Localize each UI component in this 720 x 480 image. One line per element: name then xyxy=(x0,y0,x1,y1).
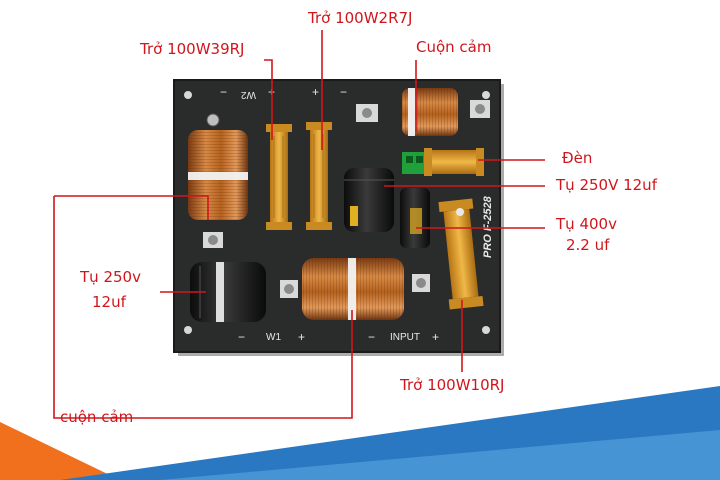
top-plus-silkscreen: + xyxy=(312,85,319,99)
resistor-39r xyxy=(266,124,292,230)
leader-lines xyxy=(53,30,545,419)
label-cuon-cam-bottom: cuộn cảm xyxy=(60,408,134,426)
mount-hole xyxy=(482,326,490,334)
w2-silkscreen: W2 xyxy=(241,89,256,100)
label-tro-100w2r7j: Trở 100W2R7J xyxy=(308,9,413,27)
leader-tro-39 xyxy=(264,59,273,140)
mount-hole xyxy=(184,326,192,334)
resistor-2r7 xyxy=(306,122,332,230)
w1-plus-silkscreen: + xyxy=(298,330,305,344)
resistor-10r xyxy=(438,198,484,310)
corner-decoration-blue-light xyxy=(160,430,720,480)
mount-hole xyxy=(482,91,490,99)
label-tu-250v-left-line2: 12uf xyxy=(92,293,126,311)
label-tu-400v-line2: 2.2 uf xyxy=(566,236,610,254)
mount-hole xyxy=(184,91,192,99)
w1-silkscreen: W1 xyxy=(266,332,281,343)
leader-cuon-cam-bottom xyxy=(53,196,353,419)
label-tro-100w39rj: Trở 100W39RJ xyxy=(140,40,245,58)
label-tu-400v-line1: Tụ 400v xyxy=(556,215,617,233)
input-plus-silkscreen: + xyxy=(432,330,439,344)
top-minus-silkscreen: − xyxy=(340,85,347,99)
lamp-resistor xyxy=(402,148,484,176)
label-tro-100w10rj: Trở 100W10RJ xyxy=(400,376,505,394)
inductor-bottom xyxy=(280,256,430,322)
w2-minus-silkscreen: − xyxy=(220,85,227,99)
inductor-left xyxy=(188,113,248,248)
capacitor-400v-2-2uf xyxy=(400,188,430,248)
capacitor-250v-12uf xyxy=(344,168,394,232)
leader-cuon-cam-left xyxy=(54,195,209,220)
label-tu-250v-left-line1: Tụ 250v xyxy=(80,268,141,286)
model-silkscreen: PRO F-2528 xyxy=(482,195,494,258)
crossover-board: W2 + − + − W1 − + INPUT − + PRO F-2528 xyxy=(173,79,504,356)
input-silkscreen: INPUT xyxy=(390,332,420,343)
label-den: Đèn xyxy=(562,149,593,167)
input-minus-silkscreen: − xyxy=(368,330,375,344)
corner-decoration-orange xyxy=(0,422,120,480)
w1-minus-silkscreen: − xyxy=(238,330,245,344)
label-tu-250v-12uf-right: Tụ 250V 12uf xyxy=(556,176,657,194)
label-cuon-cam-top: Cuộn cảm xyxy=(416,38,492,56)
